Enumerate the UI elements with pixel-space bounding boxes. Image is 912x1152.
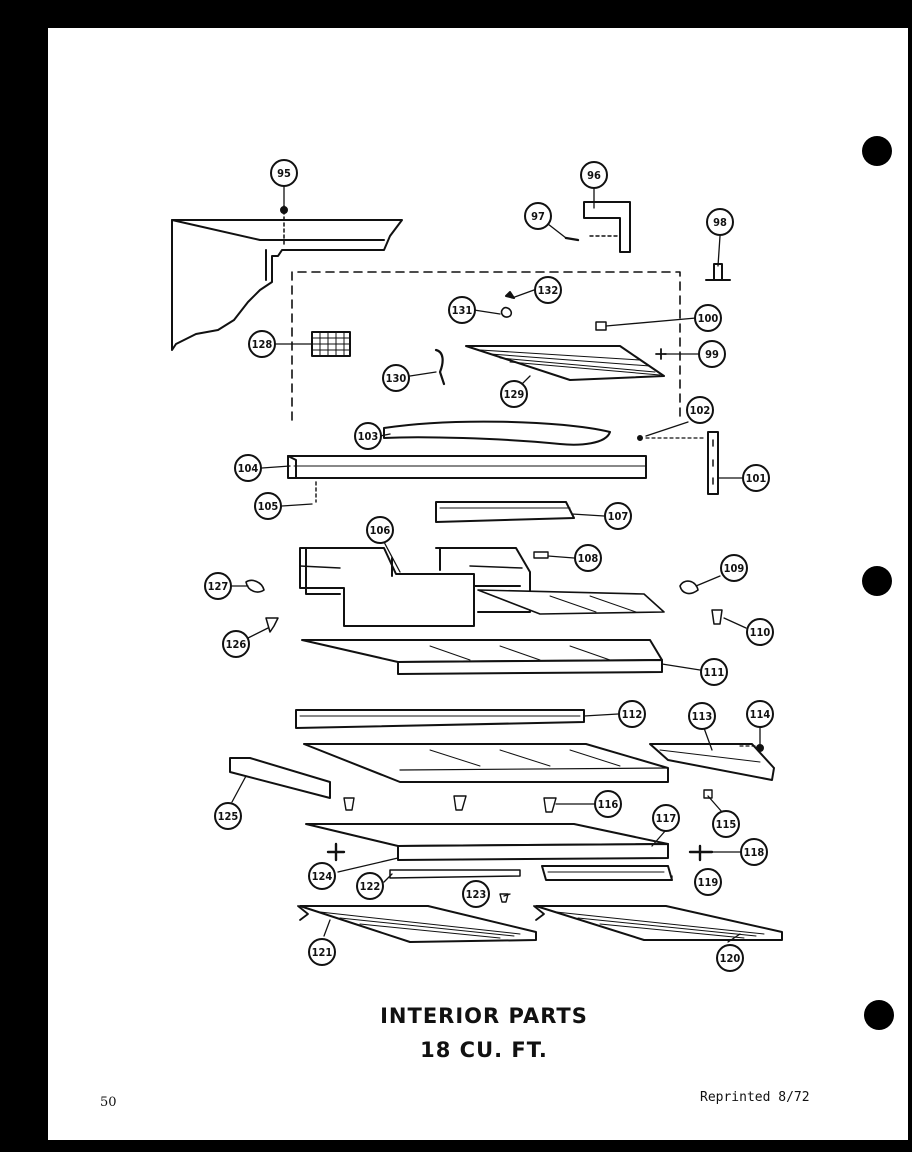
callout-105: 105 xyxy=(254,492,282,520)
svg-text:105: 105 xyxy=(258,500,279,513)
wire-shelf-129 xyxy=(465,345,665,381)
svg-text:115: 115 xyxy=(716,818,737,831)
diagram-subtitle: 18 CU. FT. xyxy=(420,1038,548,1062)
wire-shelf-120 xyxy=(533,905,783,941)
callout-124: 124 xyxy=(308,862,336,890)
callout-130: 130 xyxy=(382,364,410,392)
callout-110: 110 xyxy=(746,618,774,646)
svg-text:101: 101 xyxy=(746,472,767,485)
svg-text:132: 132 xyxy=(538,284,559,297)
svg-text:108: 108 xyxy=(578,552,599,565)
callout-117: 117 xyxy=(652,804,680,832)
svg-text:117: 117 xyxy=(656,812,677,825)
svg-text:116: 116 xyxy=(598,798,619,811)
callout-128: 128 xyxy=(248,330,276,358)
svg-text:109: 109 xyxy=(724,562,745,575)
callout-132: 132 xyxy=(534,276,562,304)
shelf-111 xyxy=(301,639,663,675)
wire-shelf-121 xyxy=(297,905,537,943)
svg-text:104: 104 xyxy=(238,462,259,475)
shelf-frame-106 xyxy=(299,547,531,627)
parts-sheet xyxy=(48,28,908,1140)
binder-hole-bottom xyxy=(864,1000,894,1030)
svg-text:131: 131 xyxy=(452,304,473,317)
svg-text:122: 122 xyxy=(360,880,381,893)
callout-111: 111 xyxy=(700,658,728,686)
callout-114: 114 xyxy=(746,700,774,728)
callout-100: 100 xyxy=(694,304,722,332)
callout-107: 107 xyxy=(604,502,632,530)
svg-text:102: 102 xyxy=(690,404,711,417)
svg-text:112: 112 xyxy=(622,708,643,721)
callout-121: 121 xyxy=(308,938,336,966)
callout-95: 95 xyxy=(270,159,298,187)
callout-102: 102 xyxy=(686,396,714,424)
svg-text:123: 123 xyxy=(466,888,487,901)
grille-part xyxy=(311,331,351,357)
svg-text:111: 111 xyxy=(704,666,725,679)
callout-118: 118 xyxy=(740,838,768,866)
shelf-117 xyxy=(305,823,669,861)
callout-99: 99 xyxy=(698,340,726,368)
svg-text:124: 124 xyxy=(312,870,333,883)
callout-101: 101 xyxy=(742,464,770,492)
binder-hole-top xyxy=(862,136,892,166)
svg-text:97: 97 xyxy=(531,210,545,223)
svg-text:126: 126 xyxy=(226,638,247,651)
svg-text:110: 110 xyxy=(750,626,771,639)
callout-112: 112 xyxy=(618,700,646,728)
callout-129: 129 xyxy=(500,380,528,408)
rail-104 xyxy=(287,455,647,479)
svg-text:96: 96 xyxy=(587,169,601,182)
callout-119: 119 xyxy=(694,868,722,896)
callout-104: 104 xyxy=(234,454,262,482)
callout-113: 113 xyxy=(688,702,716,730)
callout-96: 96 xyxy=(580,161,608,189)
callout-109: 109 xyxy=(720,554,748,582)
svg-text:95: 95 xyxy=(277,167,291,180)
callout-115: 115 xyxy=(712,810,740,838)
callout-125: 125 xyxy=(214,802,242,830)
svg-text:98: 98 xyxy=(713,216,727,229)
callout-120: 120 xyxy=(716,944,744,972)
svg-text:118: 118 xyxy=(744,846,765,859)
callout-97: 97 xyxy=(524,202,552,230)
svg-text:128: 128 xyxy=(252,338,273,351)
callout-98: 98 xyxy=(706,208,734,236)
svg-text:99: 99 xyxy=(705,348,719,361)
svg-text:119: 119 xyxy=(698,876,719,889)
svg-text:127: 127 xyxy=(208,580,229,593)
callout-123: 123 xyxy=(462,880,490,908)
svg-text:114: 114 xyxy=(750,708,771,721)
svg-text:100: 100 xyxy=(698,312,719,325)
reprint-note: Reprinted 8/72 xyxy=(700,1090,810,1105)
callout-103: 103 xyxy=(354,422,382,450)
svg-text:106: 106 xyxy=(370,524,391,537)
svg-text:121: 121 xyxy=(312,946,333,959)
svg-text:130: 130 xyxy=(386,372,407,385)
callout-126: 126 xyxy=(222,630,250,658)
callout-122: 122 xyxy=(356,872,384,900)
callout-108: 108 xyxy=(574,544,602,572)
svg-text:107: 107 xyxy=(608,510,629,523)
diagram-title: INTERIOR PARTS xyxy=(380,1004,588,1028)
cabinet-corner-part xyxy=(171,219,403,351)
callout-131: 131 xyxy=(448,296,476,324)
svg-text:103: 103 xyxy=(358,430,379,443)
callout-106: 106 xyxy=(366,516,394,544)
svg-text:125: 125 xyxy=(218,810,239,823)
svg-text:120: 120 xyxy=(720,952,741,965)
page-number: 50 xyxy=(100,1095,117,1110)
svg-text:129: 129 xyxy=(504,388,525,401)
binder-hole-middle xyxy=(862,566,892,596)
callout-127: 127 xyxy=(204,572,232,600)
svg-text:113: 113 xyxy=(692,710,713,723)
callout-116: 116 xyxy=(594,790,622,818)
